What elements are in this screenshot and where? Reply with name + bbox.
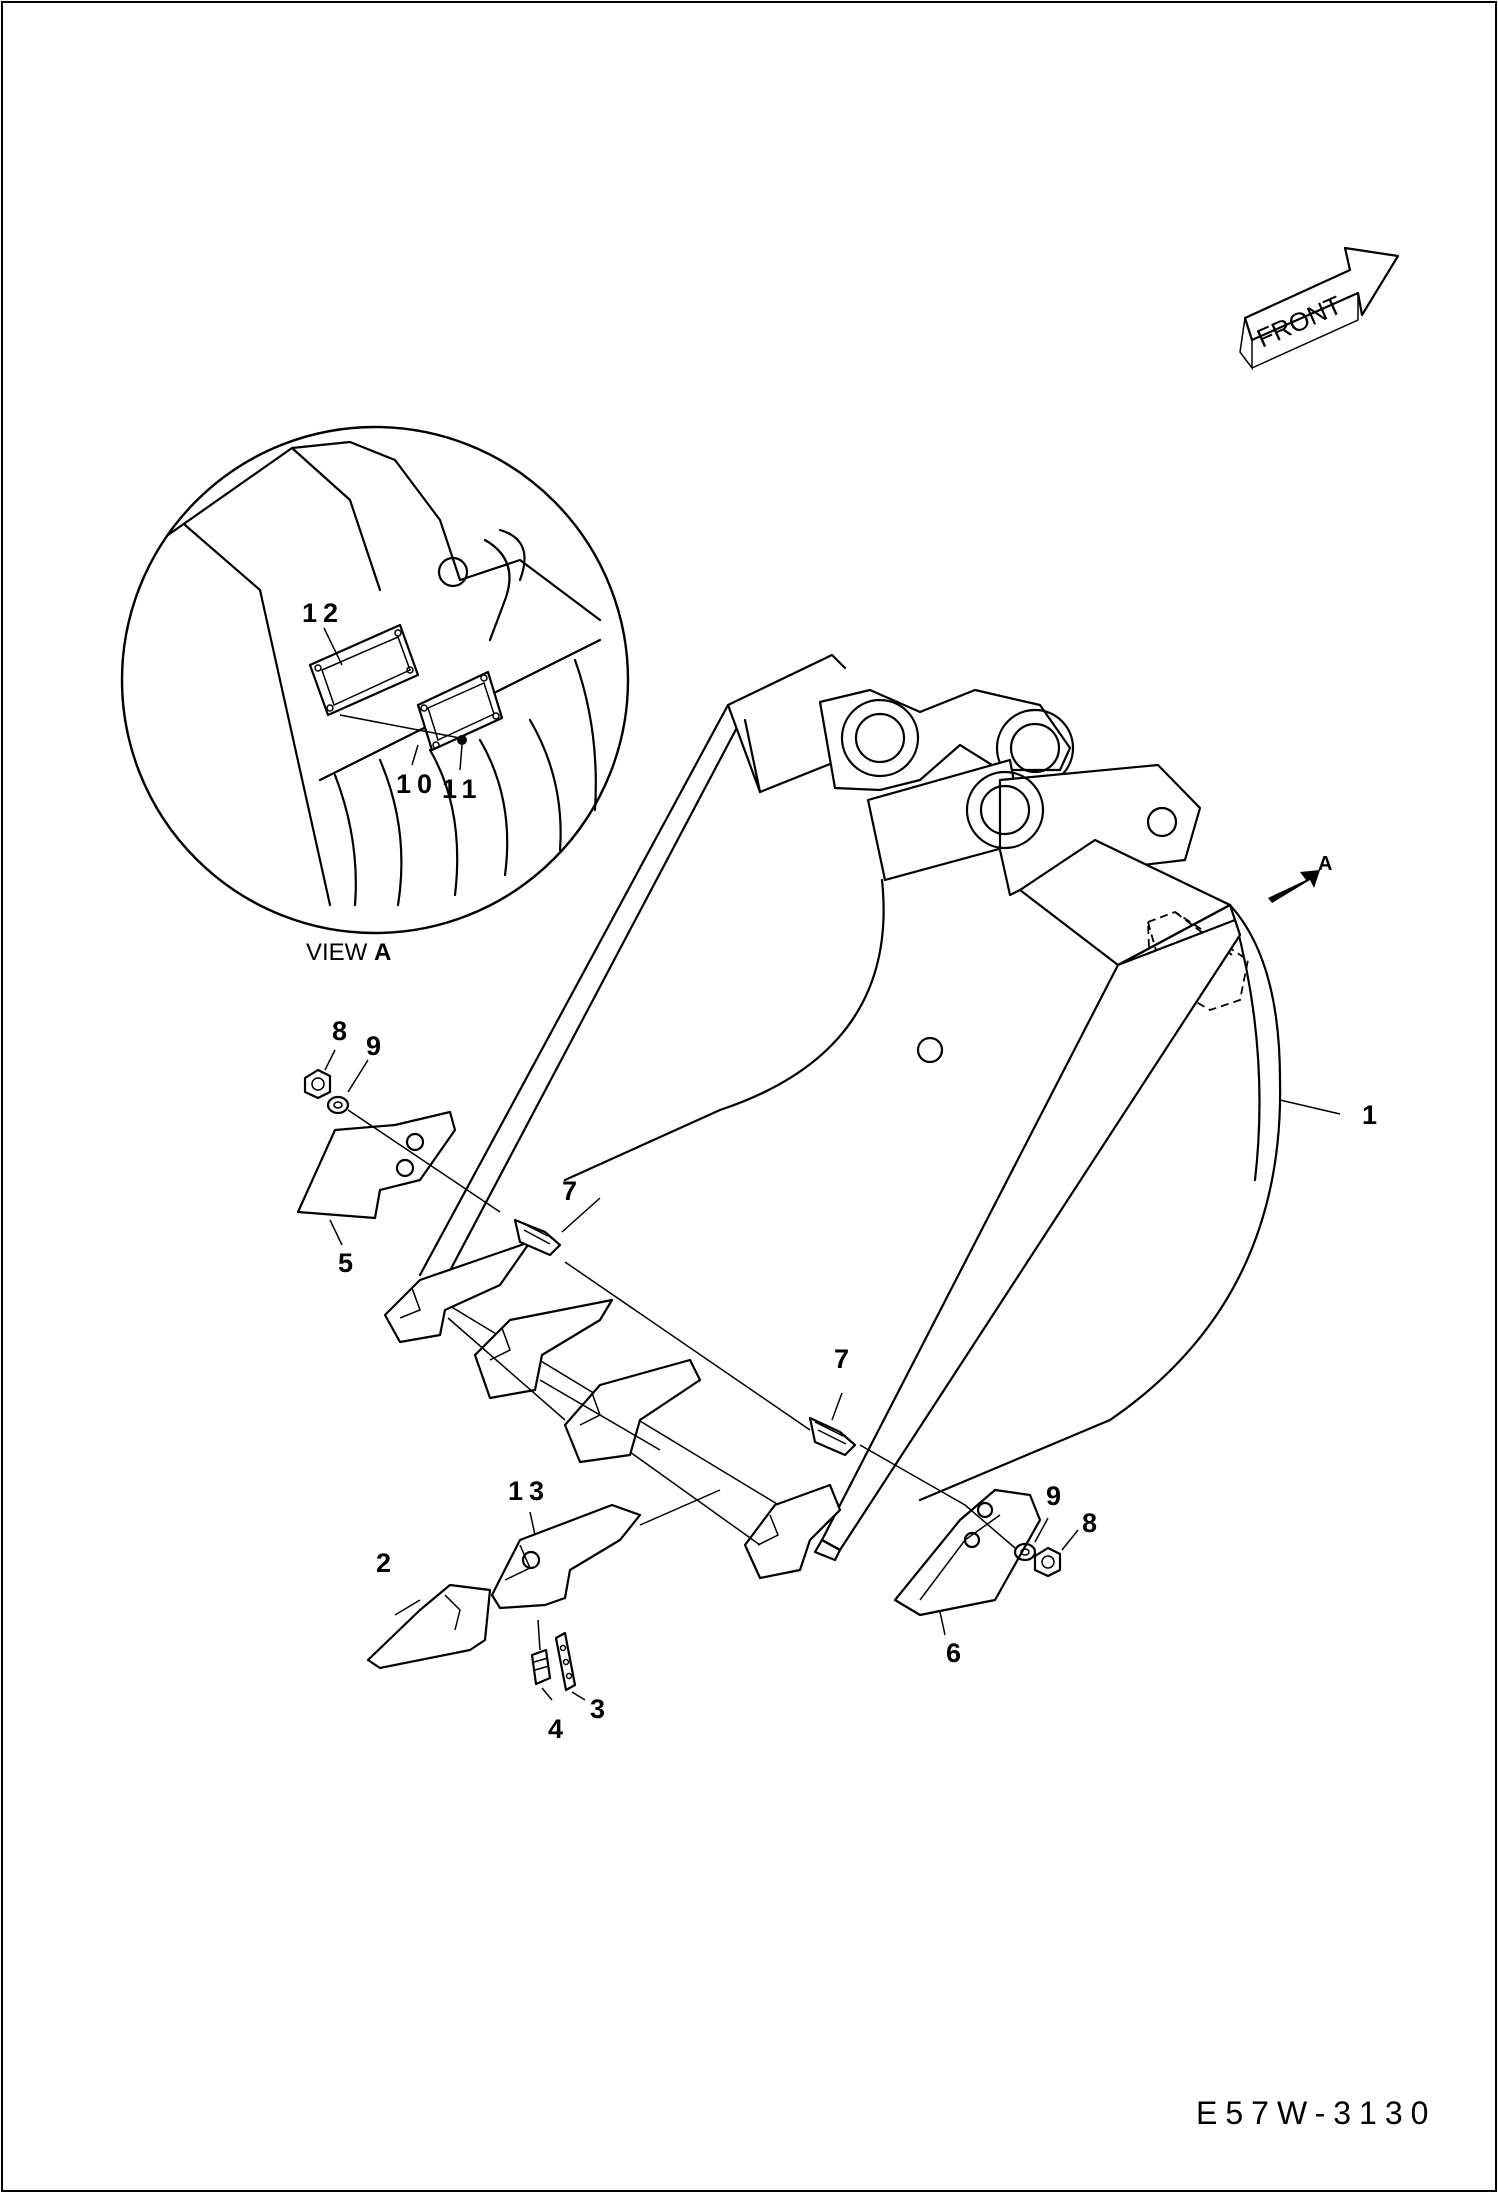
callout-7-top: 7 bbox=[562, 1176, 583, 1206]
callout-6: 6 bbox=[946, 1638, 967, 1668]
callout-5: 5 bbox=[338, 1248, 359, 1278]
view-arrow-letter: A bbox=[1318, 853, 1332, 875]
front-direction-arrow: FRONT bbox=[1239, 246, 1400, 371]
drawing-number: E57W-3130 bbox=[1196, 2095, 1436, 2131]
callout-9-right: 9 bbox=[1046, 1481, 1067, 1511]
nut-right: 8 bbox=[859, 1444, 1103, 1578]
callout-9-left: 9 bbox=[366, 1031, 387, 1061]
callout-7-bottom: 7 bbox=[834, 1344, 855, 1374]
bolt-7-left: 7 bbox=[347, 1109, 601, 1257]
tooth-adapter-13: 13 bbox=[490, 1476, 721, 1610]
washer-left: 9 bbox=[326, 1031, 387, 1115]
tooth-pin-3: 3 bbox=[554, 1631, 611, 1724]
callout-8-right: 8 bbox=[1082, 1508, 1103, 1538]
tooth-lock-4: 4 bbox=[530, 1619, 569, 1744]
bucket-tooth-2: 2 bbox=[366, 1548, 492, 1670]
callout-8-left: 8 bbox=[332, 1016, 353, 1046]
view-a-detail: 12 10 11 bbox=[120, 425, 630, 935]
view-a-arrow: A bbox=[1268, 853, 1332, 903]
bucket-teeth bbox=[383, 1240, 842, 1580]
callout-3: 3 bbox=[590, 1694, 611, 1724]
callout-11: 11 bbox=[442, 774, 483, 804]
callout-4: 4 bbox=[548, 1714, 569, 1744]
bolt-7-right: 7 bbox=[808, 1344, 857, 1457]
callout-2: 2 bbox=[376, 1548, 397, 1578]
side-cutter-left: 5 bbox=[296, 1110, 457, 1278]
callout-12: 12 bbox=[302, 598, 344, 628]
callout-10: 10 bbox=[396, 769, 438, 799]
callout-13: 13 bbox=[508, 1476, 550, 1506]
callout-1: 1 bbox=[1362, 1100, 1383, 1130]
bucket-body: 1 bbox=[418, 653, 1383, 1562]
nut-left: 8 bbox=[303, 1016, 353, 1100]
side-cutter-right: 6 bbox=[893, 1488, 1042, 1668]
washer-right: 9 bbox=[1013, 1481, 1067, 1562]
view-label: VIEW A bbox=[306, 939, 391, 966]
